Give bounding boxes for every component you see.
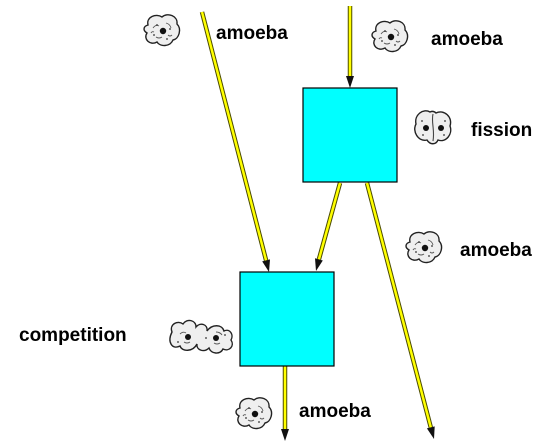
- fission-amoeba-icon: [414, 110, 452, 145]
- label-fission: fission: [471, 120, 532, 141]
- competition-box: [239, 271, 335, 367]
- arrow-amoeba-to-competition: [199, 11, 270, 272]
- amoeba-icon: [235, 397, 273, 430]
- label-amoeba-top-left: amoeba: [216, 23, 288, 44]
- label-competition: competition: [19, 325, 127, 346]
- amoeba-icon: [371, 20, 409, 53]
- arrow-amoeba-to-fission: [346, 6, 354, 88]
- amoeba-icon: [143, 14, 181, 47]
- competition-amoebas-icon: [169, 319, 233, 354]
- arrow-fission-to-competition: [315, 182, 343, 271]
- label-amoeba-bottom: amoeba: [299, 401, 371, 422]
- arrow-fission-to-amoeba: [364, 182, 435, 439]
- arrows: [199, 6, 435, 441]
- label-amoeba-top-right: amoeba: [431, 29, 503, 50]
- label-amoeba-middle-right: amoeba: [460, 240, 532, 261]
- fission-box: [302, 87, 398, 183]
- arrow-competition-to-amoeba: [281, 366, 289, 441]
- amoeba-icon: [405, 231, 443, 264]
